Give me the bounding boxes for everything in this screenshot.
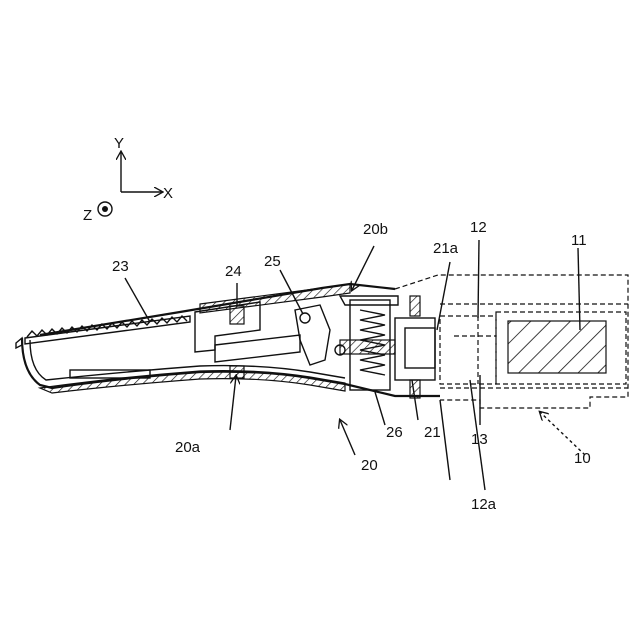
wall-20b — [340, 246, 398, 305]
motor-21 — [340, 296, 435, 420]
label-10: 10 — [574, 450, 591, 467]
spring-26 — [350, 300, 390, 425]
label-13: 13 — [471, 431, 488, 448]
label-12: 12 — [470, 219, 487, 236]
x-axis-label: X — [163, 185, 173, 202]
z-axis-dot — [102, 206, 108, 212]
blade-23 — [25, 278, 190, 344]
battery-11 — [508, 321, 606, 373]
label-21: 21 — [424, 424, 441, 441]
coordinate-axes: Y X Z — [83, 135, 173, 224]
label-11: 11 — [571, 232, 587, 249]
label-12a: 12a — [471, 496, 497, 513]
label-20a: 20a — [175, 439, 201, 456]
label-25: 25 — [264, 253, 281, 270]
label-21a: 21a — [433, 240, 459, 257]
seal-24 — [230, 283, 244, 378]
y-axis-label: Y — [114, 135, 124, 152]
housing-wall-lower — [40, 371, 345, 393]
lever-25 — [280, 270, 345, 365]
z-axis-label: Z — [83, 207, 92, 224]
label-24: 24 — [225, 263, 242, 280]
housing-wall-upper — [200, 284, 350, 313]
label-23: 23 — [112, 258, 129, 275]
label-20: 20 — [361, 457, 378, 474]
label-20b: 20b — [363, 221, 388, 238]
label-26: 26 — [386, 424, 403, 441]
